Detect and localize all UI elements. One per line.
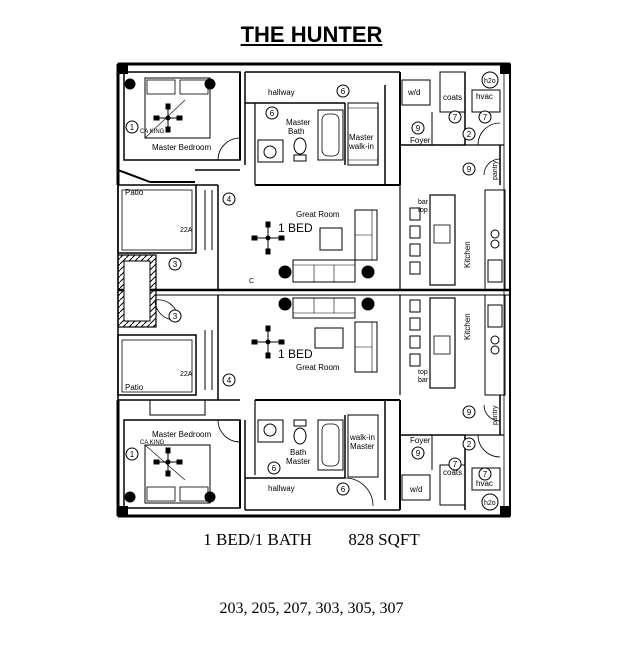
unit-numbers: 203, 205, 207, 303, 305, 307	[219, 600, 404, 617]
columns	[118, 64, 510, 516]
ceiling-fan-icon	[153, 447, 183, 477]
tag-6b-bottom: 6	[341, 485, 346, 494]
tag-7b-top: 7	[483, 113, 488, 122]
unit-summary: 1 BED/1 BATH 828 SQFT	[0, 530, 623, 550]
room-label-walkin-1-bottom: walk-in	[349, 433, 375, 442]
unit-label-1bed-bottom: 1 BED	[278, 347, 313, 361]
room-label-h2o-top: h2o	[484, 78, 496, 85]
room-label-hallway-top: hallway	[268, 88, 295, 97]
tag-6a-bottom: 6	[272, 464, 277, 473]
room-label-coats-bottom: coats	[443, 468, 462, 477]
top-unit	[117, 71, 506, 321]
tag-7a-bottom: 7	[453, 460, 458, 469]
coffee-table-bottom	[314, 327, 344, 349]
tag-2-bottom: 2	[467, 440, 472, 449]
bed-bottom	[144, 444, 211, 504]
bar-top-label-1-bottom: top	[418, 369, 428, 376]
tag-4-bottom: 4	[227, 376, 232, 385]
coffee-table-top	[319, 227, 343, 251]
room-label-master-bath-1-top: Master	[286, 118, 311, 127]
ceiling-fan-icon	[153, 103, 183, 133]
room-label-master-bedroom-bottom: Master Bedroom	[152, 430, 211, 439]
room-label-walkin-2-top: walk-in	[348, 142, 374, 151]
room-label-foyer-top: Foyer	[410, 136, 431, 145]
room-label-wd-top: w/d	[407, 88, 420, 97]
washer-dryer-top	[401, 79, 431, 106]
bed-size-label-top: CA KING	[140, 129, 165, 135]
bathtub-top	[317, 109, 344, 161]
room-label-hvac-bottom: hvac	[476, 479, 493, 488]
room-label-patio-bottom: Patio	[125, 383, 144, 392]
bed-bath-label: 1 BED/1 BATH	[203, 530, 312, 549]
tag-22a-top: 22A	[180, 227, 193, 234]
tag-1-top: 1	[130, 123, 135, 132]
room-label-great-room-top: Great Room	[296, 210, 340, 219]
bar-top-label-1-top: bar	[418, 199, 429, 206]
room-label-walkin-2-bottom: Master	[350, 442, 375, 451]
bathtub-bottom	[317, 419, 344, 471]
area-label: 828 SQFT	[348, 530, 420, 549]
vanity-top	[257, 139, 284, 163]
tag-2-top: 2	[467, 130, 472, 139]
tag-9b-top: 9	[467, 165, 472, 174]
ceiling-fan-icon	[251, 325, 285, 359]
room-label-great-room-bottom: Great Room	[296, 363, 340, 372]
tag-3-top: 3	[173, 260, 178, 269]
bar-top-label-2-top: top	[418, 207, 428, 214]
exterior-walls	[116, 62, 511, 518]
room-label-bath-2-bottom: Master	[286, 457, 311, 466]
room-label-pantry-top: pantry	[492, 160, 499, 180]
room-label-pantry-bottom: pantry	[492, 405, 499, 425]
exterior-pier	[117, 254, 157, 328]
bottom-unit	[117, 294, 506, 511]
room-label-kitchen-top: Kitchen	[463, 241, 472, 268]
room-label-hallway-bottom: hallway	[268, 484, 295, 493]
tag-9a-top: 9	[416, 124, 421, 133]
unit-label-1bed-top: 1 BED	[278, 221, 313, 235]
tag-22a-bottom: 22A	[180, 371, 193, 378]
room-label-master-bath-2-top: Bath	[288, 127, 304, 136]
plan-title: THE HUNTER	[240, 22, 383, 47]
bed-top	[144, 77, 211, 139]
room-label-coats-top: coats	[443, 93, 462, 102]
tag-7b-bottom: 7	[483, 470, 488, 479]
tag-3-bottom: 3	[173, 312, 178, 321]
room-label-foyer-bottom: Foyer	[410, 436, 431, 445]
tag-6b-top: 6	[341, 87, 346, 96]
tag-7a-top: 7	[453, 113, 458, 122]
tag-6a-top: 6	[270, 109, 275, 118]
vanity-bottom	[257, 419, 284, 443]
tag-9a-bottom: 9	[416, 449, 421, 458]
kitchen-island-bottom	[429, 297, 456, 389]
toilet-bottom	[293, 427, 307, 445]
room-label-bath-1-bottom: Bath	[290, 448, 306, 457]
tag-1-bottom: 1	[130, 450, 135, 459]
tag-c-top: C	[249, 278, 254, 285]
sofa-top	[292, 259, 356, 283]
room-label-wd-bottom: w/d	[409, 485, 422, 494]
room-label-kitchen-bottom: Kitchen	[463, 313, 472, 340]
room-label-patio-top: Patio	[125, 188, 144, 197]
ceiling-fan-icon	[251, 221, 285, 255]
tag-9b-bottom: 9	[467, 408, 472, 417]
toilet-top	[293, 137, 307, 155]
tag-4-top: 4	[227, 195, 232, 204]
bar-top-label-2-bottom: bar	[418, 377, 429, 384]
bed-size-label-bottom: CA KING	[140, 440, 165, 446]
sofa-bottom	[292, 297, 356, 319]
kitchen-island-top	[429, 194, 456, 286]
washer-dryer-bottom	[401, 474, 431, 501]
room-label-walkin-1-top: Master	[349, 133, 374, 142]
room-label-hvac-top: hvac	[476, 92, 493, 101]
room-label-h2o-bottom: h2o	[484, 500, 496, 507]
room-label-master-bedroom-top: Master Bedroom	[152, 143, 211, 152]
